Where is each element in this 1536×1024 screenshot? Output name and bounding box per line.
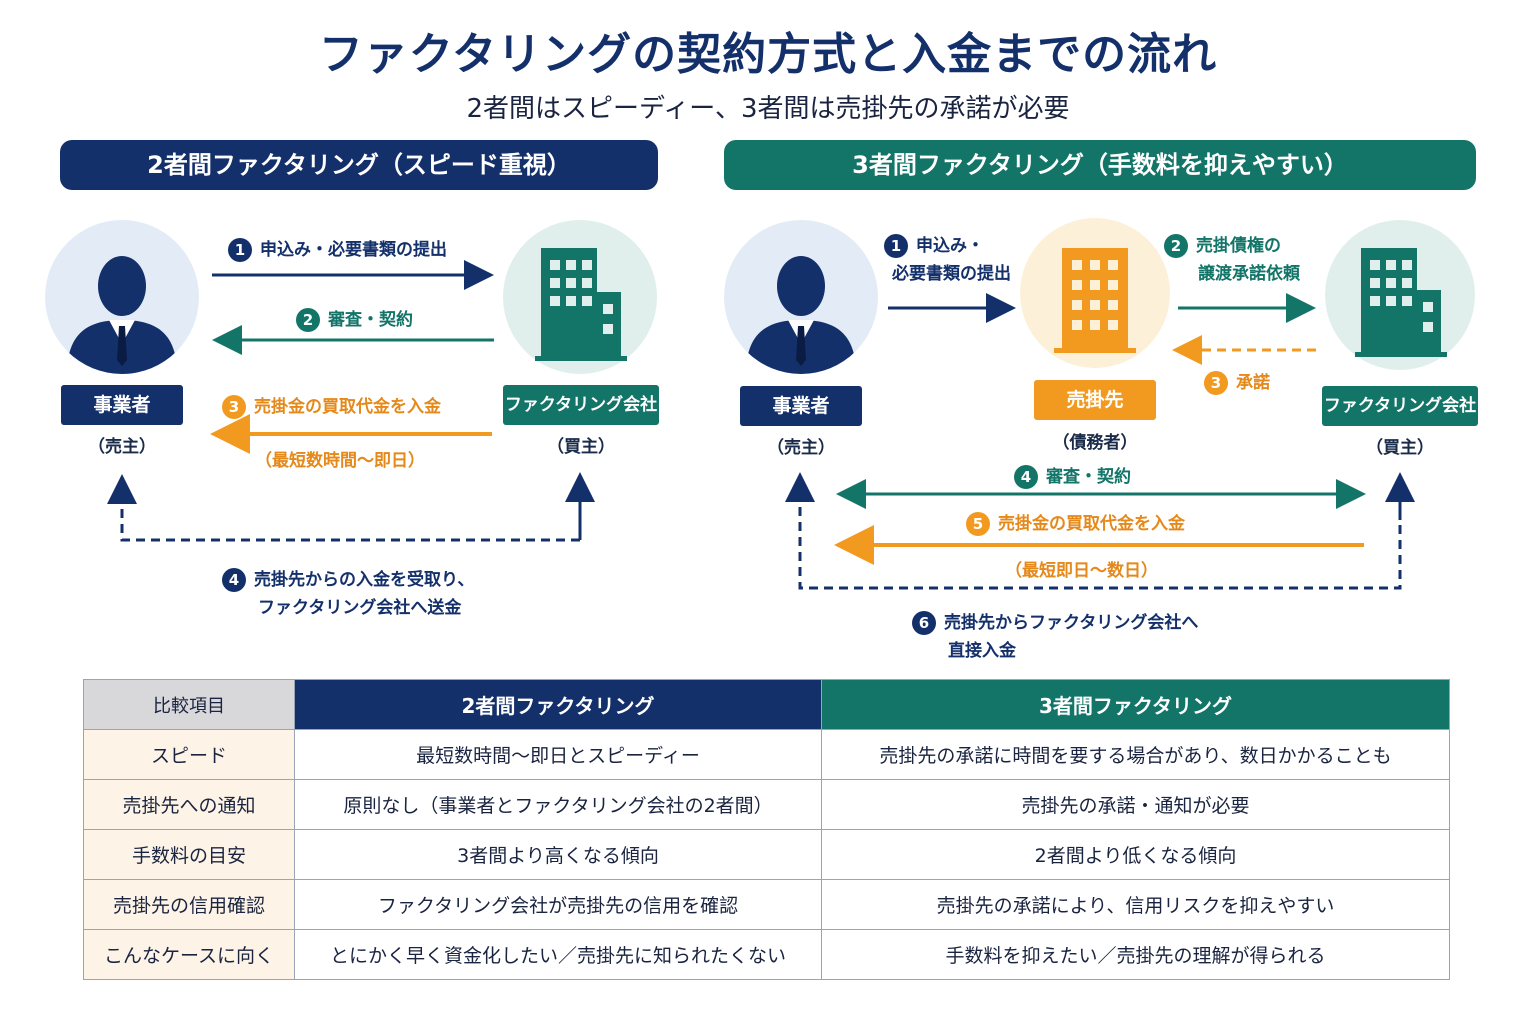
table-row: 手数料の目安 3者間より高くなる傾向 2者間より低くなる傾向 <box>83 829 1450 880</box>
step-3p-4: 4 審査・契約 <box>1014 462 1131 489</box>
buyer-role-2p: （買主） <box>547 437 615 457</box>
step-2p-2: 2 審査・契約 <box>296 305 413 332</box>
row-label: こんなケースに向く <box>83 929 295 980</box>
cell-three-party: 売掛先の承諾・通知が必要 <box>821 779 1450 830</box>
header-three-party: 3者間ファクタリング <box>821 679 1450 730</box>
table-row: 売掛先への通知 原則なし（事業者とファクタリング会社の2者間） 売掛先の承諾・通… <box>83 779 1450 830</box>
comparison-table: 比較項目 2者間ファクタリング 3者間ファクタリング スピード 最短数時間～即日… <box>83 679 1450 980</box>
cell-two-party: 3者間より高くなる傾向 <box>294 829 822 880</box>
table-row: 売掛先の信用確認 ファクタリング会社が売掛先の信用を確認 売掛先の承諾により、信… <box>83 879 1450 930</box>
step-number-badge: 4 <box>1014 465 1038 489</box>
building-icon <box>535 248 627 361</box>
cell-three-party: 売掛先の承諾により、信用リスクを抑えやすい <box>821 879 1450 930</box>
cell-three-party: 売掛先の承諾に時間を要する場合があり、数日かかることも <box>821 729 1450 780</box>
table-row: スピード 最短数時間～即日とスピーディー 売掛先の承諾に時間を要する場合があり、… <box>83 729 1450 780</box>
seller-label-2p: 事業者 <box>61 385 183 425</box>
building-icon <box>1355 248 1447 357</box>
step-text: 審査・契約 <box>1046 467 1131 487</box>
row-label: 手数料の目安 <box>83 829 295 880</box>
step-3p-5: 5 売掛金の買取代金を入金 <box>966 509 1185 536</box>
step-text: 売掛金の買取代金を入金 <box>998 514 1185 534</box>
step-2p-4: 4 売掛先からの入金を受取り、 ファクタリング会社へ送金 <box>222 566 474 622</box>
table-row: こんなケースに向く とにかく早く資金化したい／売掛先に知られたくない 手数料を抑… <box>83 929 1450 980</box>
person-icon <box>67 256 177 374</box>
cell-two-party: ファクタリング会社が売掛先の信用を確認 <box>294 879 822 930</box>
step-number-badge: 1 <box>228 238 252 262</box>
cell-three-party: 手数料を抑えたい／売掛先の理解が得られる <box>821 929 1450 980</box>
debtor-role-3p: （債務者） <box>1052 433 1138 453</box>
row-label: 売掛先の信用確認 <box>83 879 295 930</box>
step-text: 売掛金の買取代金を入金 <box>254 397 441 417</box>
step-text-line1: 売掛債権の <box>1196 236 1281 256</box>
row-label: スピード <box>83 729 295 780</box>
debtor-avatar-3p <box>1020 218 1170 368</box>
buyer-label-2p: ファクタリング会社 <box>503 385 659 425</box>
step-3p-3: 3 承諾 <box>1204 368 1270 395</box>
page-title: ファクタリングの契約方式と入金までの流れ <box>318 29 1218 80</box>
cell-three-party: 2者間より低くなる傾向 <box>821 829 1450 880</box>
page-subtitle: 2者間はスピーディー、3者間は売掛先の承諾が必要 <box>466 94 1070 124</box>
arrow-2p-step4 <box>107 474 582 542</box>
step-number-badge: 2 <box>296 308 320 332</box>
step-2p-1: 1 申込み・必要書類の提出 <box>228 235 447 262</box>
step-3p-1: 1 申込み・ 必要書類の提出 <box>884 232 1011 288</box>
buyer-role-3p: （買主） <box>1366 438 1434 458</box>
step-3p-6: 6 売掛先からファクタリング会社へ 直接入金 <box>912 609 1198 665</box>
step-3p-2: 2 売掛債権の 譲渡承諾依頼 <box>1164 232 1300 288</box>
step-text: 承諾 <box>1236 373 1270 393</box>
step-text-line1: 申込み・ <box>916 236 984 256</box>
step-text-line2: ファクタリング会社へ送金 <box>258 598 462 618</box>
step-text-line1: 売掛先からファクタリング会社へ <box>944 613 1199 633</box>
seller-role-3p: （売主） <box>767 438 835 458</box>
buyer-label-3p: ファクタリング会社 <box>1322 386 1478 426</box>
step-text-line1: 売掛先からの入金を受取り、 <box>254 570 475 590</box>
building-icon <box>1054 248 1136 353</box>
seller-avatar-2p <box>45 220 199 374</box>
step-2p-3: 3 売掛金の買取代金を入金 <box>222 392 441 419</box>
factoring-company-avatar-3p <box>1325 220 1475 370</box>
step-number-badge: 2 <box>1164 234 1188 258</box>
table-header-row: 比較項目 2者間ファクタリング 3者間ファクタリング <box>83 679 1450 730</box>
two-party-banner: 2者間ファクタリング（スピード重視） <box>60 140 658 190</box>
cell-two-party: 原則なし（事業者とファクタリング会社の2者間） <box>294 779 822 830</box>
step-number-badge: 4 <box>222 568 246 592</box>
arrow-3p-step6 <box>785 472 1402 590</box>
step-number-badge: 5 <box>966 512 990 536</box>
time-note-2p: （最短数時間～即日） <box>255 451 425 471</box>
factoring-company-avatar-2p <box>503 220 657 374</box>
step-number-badge: 1 <box>884 234 908 258</box>
header-item: 比較項目 <box>83 679 295 730</box>
step-number-badge: 3 <box>222 395 246 419</box>
cell-two-party: とにかく早く資金化したい／売掛先に知られたくない <box>294 929 822 980</box>
step-text: 審査・契約 <box>328 310 413 330</box>
step-text-line2: 直接入金 <box>948 641 1016 661</box>
three-party-banner: 3者間ファクタリング（手数料を抑えやすい） <box>724 140 1476 190</box>
row-label: 売掛先への通知 <box>83 779 295 830</box>
cell-two-party: 最短数時間～即日とスピーディー <box>294 729 822 780</box>
time-note-3p: （最短即日～数日） <box>1005 561 1158 581</box>
step-text: 申込み・必要書類の提出 <box>260 240 447 260</box>
flow-arrows <box>107 260 1415 590</box>
seller-label-3p: 事業者 <box>740 386 862 426</box>
header-two-party: 2者間ファクタリング <box>294 679 822 730</box>
seller-avatar-3p <box>724 220 878 374</box>
step-number-badge: 6 <box>912 611 936 635</box>
debtor-label-3p: 売掛先 <box>1034 380 1156 420</box>
seller-role-2p: （売主） <box>88 437 156 457</box>
step-text-line2: 譲渡承諾依頼 <box>1198 264 1300 284</box>
step-number-badge: 3 <box>1204 371 1228 395</box>
person-icon <box>746 256 856 374</box>
step-text-line2: 必要書類の提出 <box>892 264 1011 284</box>
